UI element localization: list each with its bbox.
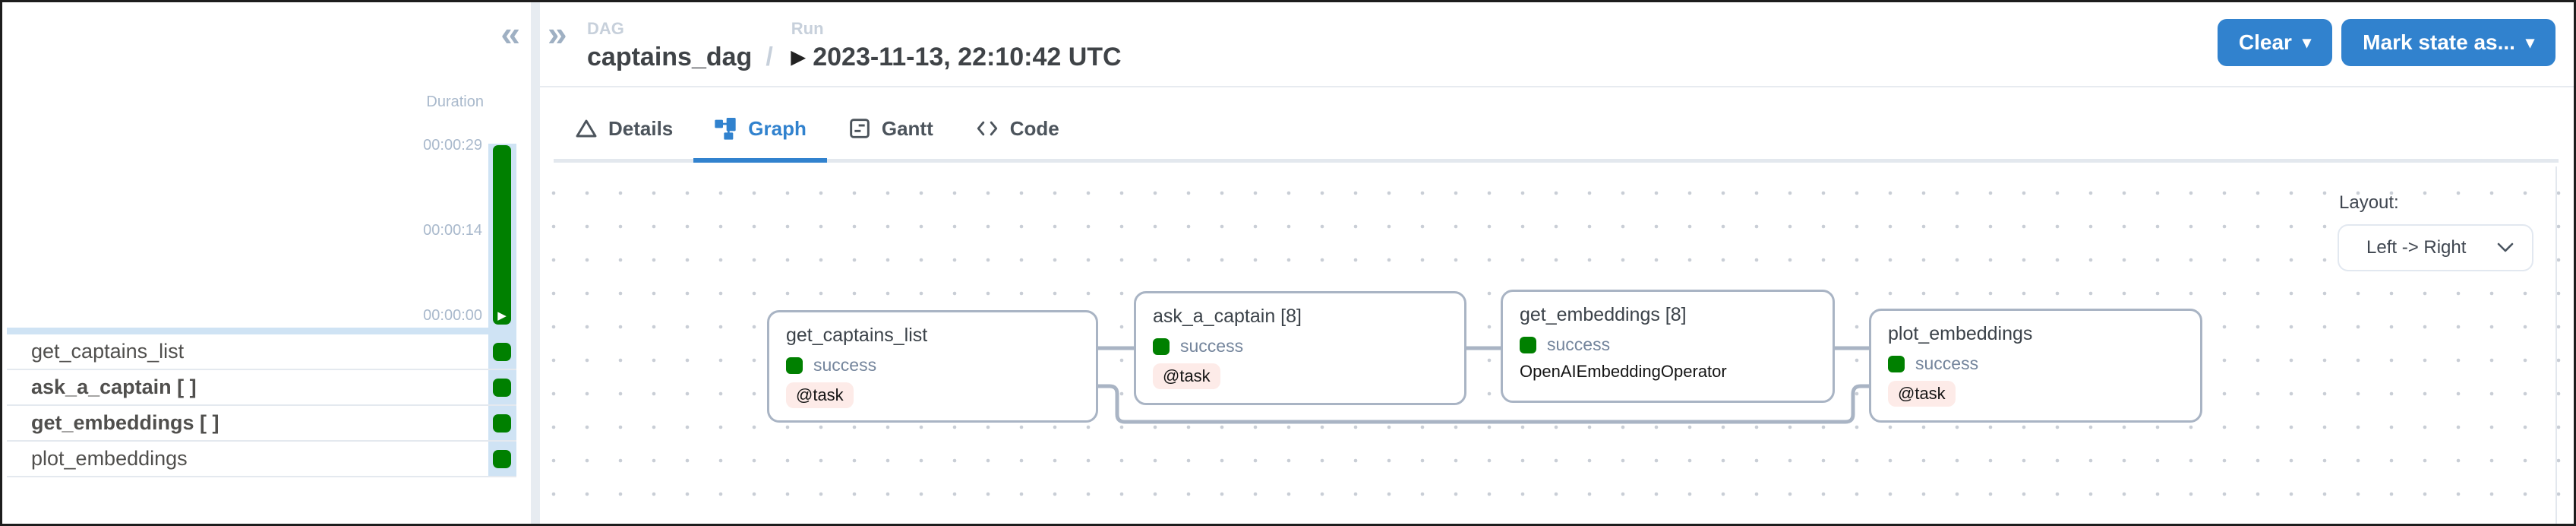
selected-run-highlight-band	[7, 328, 516, 334]
tab-gantt[interactable]: Gantt	[827, 87, 954, 159]
task-name: get_embeddings [ ]	[31, 411, 219, 434]
dag-run-bar[interactable]: ▶	[493, 145, 511, 325]
status-dot	[1888, 355, 1905, 372]
collapse-panel-icon[interactable]: «	[500, 14, 520, 53]
node-status: success	[813, 355, 877, 375]
edge-get_captains_list-plot_embeddings	[1098, 384, 1869, 424]
duration-tick: 00:00:14	[423, 222, 482, 239]
node-title: plot_embeddings	[1888, 323, 2033, 344]
dag-link[interactable]: captains_dag	[587, 43, 753, 71]
breadcrumb-dag: DAG captains_dag /	[587, 19, 773, 72]
dag-edges	[1098, 346, 1869, 424]
operator-name: OpenAIEmbeddingOperator	[1520, 362, 1727, 381]
breadcrumb: DAG captains_dag / Run ▶ 2023-11-13, 22:…	[587, 19, 1122, 72]
dag-node-get_captains_list[interactable]: get_captains_list success @task	[767, 310, 1098, 423]
dag-node-get_embeddings[interactable]: get_embeddings [8] success OpenAIEmbeddi…	[1501, 290, 1835, 403]
tab-label: Details	[608, 116, 674, 140]
task-row[interactable]: plot_embeddings	[7, 442, 516, 477]
node-status: success	[1915, 353, 1979, 373]
header-divider	[540, 86, 2574, 87]
tab-graph[interactable]: Graph	[693, 87, 827, 163]
operator-badge: @task	[1153, 363, 1220, 389]
status-dot	[1520, 336, 1536, 353]
layout-label: Layout:	[2339, 192, 2399, 213]
duration-axis-title: Duration	[426, 93, 484, 110]
task-status-square[interactable]	[493, 378, 511, 397]
node-status: success	[1180, 336, 1244, 356]
task-row[interactable]: ask_a_captain [ ]	[7, 370, 516, 406]
mark-state-button[interactable]: Mark state as... ▾	[2341, 19, 2555, 66]
expand-panel-icon[interactable]: »	[548, 14, 567, 53]
status-dot	[1153, 337, 1170, 355]
caret-down-icon: ▾	[2525, 33, 2534, 52]
play-icon: ▶	[497, 309, 507, 322]
main-panel: » DAG captains_dag / Run ▶ 2023-11-13, 2…	[540, 2, 2574, 524]
run-link[interactable]: 2023-11-13, 22:10:42 UTC	[813, 43, 1122, 71]
tab-details[interactable]: Details	[554, 87, 693, 159]
run-label: Run	[791, 19, 824, 38]
node-title: get_captains_list	[786, 325, 928, 346]
operator-badge: @task	[786, 382, 854, 408]
task-status-square[interactable]	[493, 414, 511, 433]
tab-label: Code	[1009, 116, 1059, 140]
layout-select[interactable]: Left -> Right	[2338, 224, 2533, 271]
panel-resize-handle[interactable]	[531, 2, 540, 524]
mark-state-button-label: Mark state as...	[2363, 30, 2515, 54]
run-play-icon: ▶	[791, 47, 806, 68]
task-row[interactable]: get_embeddings [ ]	[7, 406, 516, 442]
task-status-square[interactable]	[493, 342, 511, 361]
node-title: ask_a_captain [8]	[1153, 306, 1302, 327]
triangle-icon	[576, 119, 597, 138]
task-row[interactable]: get_captains_list	[7, 334, 516, 370]
graph-icon	[715, 118, 736, 140]
caret-down-icon: ▾	[2302, 33, 2311, 52]
dag-node-plot_embeddings[interactable]: plot_embeddings success @task	[1869, 309, 2202, 423]
clear-button[interactable]: Clear ▾	[2217, 19, 2332, 66]
tab-label: Gantt	[881, 116, 933, 140]
chevron-down-icon	[2497, 242, 2514, 252]
dag-node-ask_a_captain[interactable]: ask_a_captain [8] success @task	[1134, 291, 1466, 405]
layout-select-value: Left -> Right	[2366, 237, 2467, 258]
task-status-square[interactable]	[493, 449, 511, 468]
dag-label: DAG	[587, 19, 624, 38]
graph-canvas[interactable]: get_captains_list success @task ask_a_ca…	[540, 166, 2574, 524]
status-dot	[786, 356, 803, 374]
duration-panel: « Duration 00:00:29 00:00:14 00:00:00 ▶ …	[2, 2, 531, 524]
tab-label: Graph	[748, 116, 807, 140]
duration-tick: 00:00:29	[423, 137, 482, 154]
operator-badge: @task	[1888, 381, 1956, 407]
clear-button-label: Clear	[2238, 30, 2292, 54]
task-name: ask_a_captain [ ]	[31, 375, 197, 398]
node-title: get_embeddings [8]	[1520, 304, 1687, 325]
breadcrumb-separator: /	[766, 43, 773, 71]
graph-panel-border	[2555, 166, 2557, 524]
task-name: get_captains_list	[31, 340, 185, 363]
duration-tick: 00:00:00	[423, 307, 482, 324]
node-status: success	[1547, 334, 1611, 354]
gantt-icon	[850, 119, 870, 138]
tab-bar: Details Graph Gantt Code	[554, 87, 2559, 163]
task-name: plot_embeddings	[31, 447, 188, 470]
task-list: get_captains_list ask_a_captain [ ] get_…	[7, 334, 516, 477]
breadcrumb-run: Run ▶ 2023-11-13, 22:10:42 UTC	[791, 19, 1122, 72]
code-icon	[977, 121, 997, 136]
tab-code[interactable]: Code	[954, 87, 1080, 159]
